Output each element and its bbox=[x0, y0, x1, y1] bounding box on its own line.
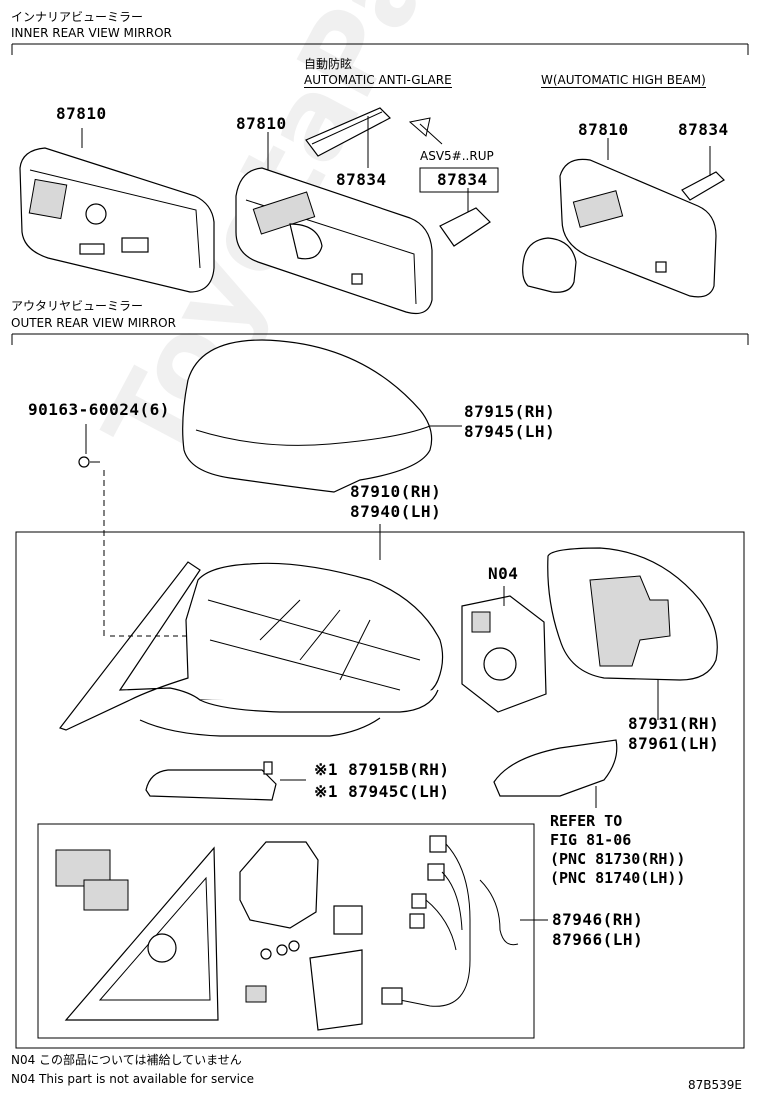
pn-mirror-highbeam: 87810 bbox=[578, 120, 629, 139]
turn-lamp bbox=[493, 739, 618, 808]
inner-mirror-basic bbox=[19, 128, 215, 293]
wire-harness bbox=[381, 835, 548, 1007]
n04-motor bbox=[461, 586, 547, 713]
pn-wire-rh: 87946(RH) bbox=[552, 910, 644, 929]
pn-cap-rh: 87915(RH) bbox=[464, 402, 556, 421]
anti-glare-cover bbox=[305, 107, 443, 168]
side-cover-b bbox=[145, 761, 306, 801]
pn-cover-antiglare: 87834 bbox=[336, 170, 387, 189]
note-en: N04 This part is not available for servi… bbox=[11, 1072, 254, 1086]
refer-line-2: FIG 81-06 bbox=[550, 831, 632, 849]
outer-section-title-jp: アウタリヤビューミラー bbox=[11, 299, 144, 313]
pn-cover-asv: 87834 bbox=[437, 170, 488, 189]
inner-mirror-highbeam bbox=[522, 138, 725, 298]
refer-line-1: REFER TO bbox=[550, 812, 623, 830]
outer-mirror-cap bbox=[182, 339, 462, 493]
pn-glass-rh: 87931(RH) bbox=[628, 714, 720, 733]
pn-mirror-antiglare: 87810 bbox=[236, 114, 287, 133]
screw bbox=[78, 424, 105, 640]
pn-screw: 90163-60024(6) bbox=[28, 400, 170, 419]
asv-note: ASV5#..RUP bbox=[420, 149, 494, 163]
note-jp: N04 この部品については補給していません bbox=[11, 1053, 242, 1067]
anti-glare-label-jp: 自動防眩 bbox=[304, 57, 353, 71]
asv-cover bbox=[419, 167, 499, 247]
pn-n04: N04 bbox=[488, 564, 519, 583]
mirror-glass bbox=[547, 547, 718, 720]
outer-section-bracket bbox=[11, 333, 749, 345]
harness-motor bbox=[239, 841, 319, 1003]
sheet bbox=[309, 949, 363, 1031]
triangle-bracket bbox=[55, 846, 219, 1021]
pn-cap-lh: 87945(LH) bbox=[464, 422, 556, 441]
pn-assy-lh: 87940(LH) bbox=[350, 502, 442, 521]
pn-cover-c-lh: ※1 87945C(LH) bbox=[314, 782, 450, 801]
mirror-body bbox=[59, 561, 444, 737]
inner-section-title-en: INNER REAR VIEW MIRROR bbox=[11, 26, 172, 40]
high-beam-label: W(AUTOMATIC HIGH BEAM) bbox=[541, 73, 706, 88]
anti-glare-label-en: AUTOMATIC ANTI-GLARE bbox=[304, 73, 452, 88]
assembly-frame bbox=[15, 531, 745, 1049]
figure-code: 87B539E bbox=[688, 1078, 742, 1092]
pn-assy-rh: 87910(RH) bbox=[350, 482, 442, 501]
pn-cover-highbeam: 87834 bbox=[678, 120, 729, 139]
pn-wire-lh: 87966(LH) bbox=[552, 930, 644, 949]
inner-mirror-antiglare bbox=[235, 132, 433, 315]
outer-section-title-en: OUTER REAR VIEW MIRROR bbox=[11, 316, 176, 330]
refer-line-3: (PNC 81730(RH)) bbox=[550, 850, 686, 868]
clip bbox=[333, 905, 363, 935]
pn-cover-b-rh: ※1 87915B(RH) bbox=[314, 760, 450, 779]
inner-section-bracket bbox=[11, 43, 749, 55]
pn-glass-lh: 87961(LH) bbox=[628, 734, 720, 753]
inner-section-title-jp: インナリアビューミラー bbox=[11, 10, 144, 24]
pn-mirror-basic: 87810 bbox=[56, 104, 107, 123]
refer-line-4: (PNC 81740(LH)) bbox=[550, 869, 686, 887]
harness-frame bbox=[37, 823, 535, 1039]
